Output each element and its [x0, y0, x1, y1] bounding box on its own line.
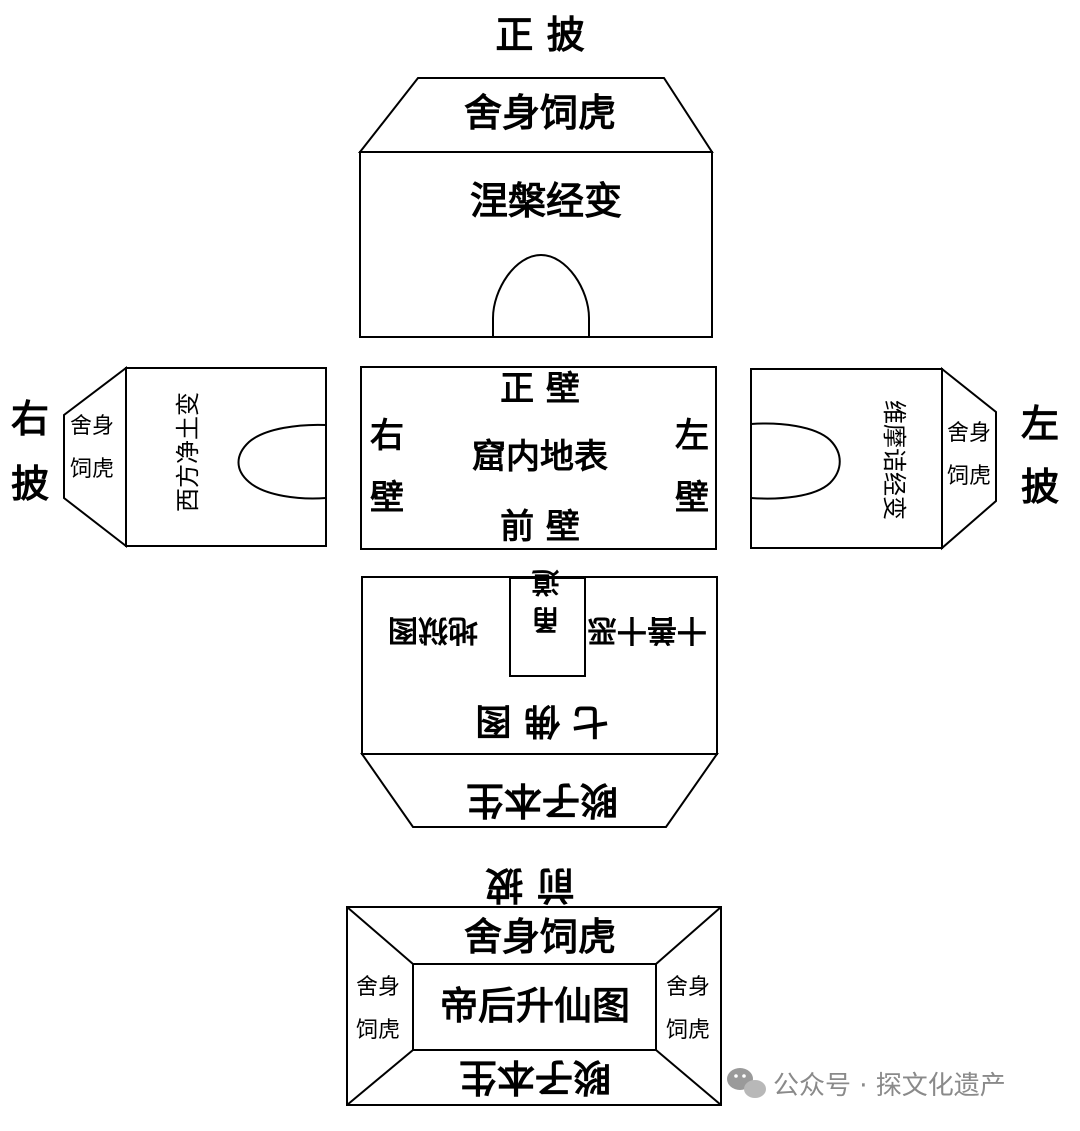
entrance-wall-main-text: 七 佛 图: [475, 700, 608, 741]
floor-shape: [360, 366, 717, 550]
left-slope-small-1: 舍身: [947, 421, 991, 446]
entrance-wall-text-group: 十善十恶 甬 道 地狱图 七 佛 图: [388, 569, 707, 741]
ceiling-bottom-text-group: 睒子本生: [459, 1055, 611, 1099]
entrance-wall-left-text: 十善十恶: [587, 612, 707, 647]
front-slope-title: 正 披: [495, 13, 584, 57]
back-slope-shape: [360, 753, 719, 828]
left-wall-niche: [750, 422, 841, 500]
left-slope-label-2: 披: [1021, 465, 1059, 509]
right-slope-label-1: 右: [11, 397, 49, 441]
front-wall-panel: 涅槃经变: [470, 179, 622, 223]
right-wall-shape: [125, 367, 327, 547]
front-wall-shape: [359, 151, 713, 338]
ceiling-diagonal-tl: [346, 906, 414, 965]
ceiling-diagonal-bl: [346, 1049, 414, 1106]
corridor-door-text: 甬 道: [531, 569, 564, 635]
ceiling-left-text-2: 饲虎: [356, 1018, 400, 1043]
ceiling-right-text-2: 饲虎: [666, 1018, 710, 1043]
floor-main-label: 窟内地表: [472, 437, 608, 477]
right-slope-label-2: 披: [11, 462, 49, 506]
floor-top-label: 正 壁: [500, 369, 580, 409]
floor-bottom-label: 前 壁: [500, 507, 580, 547]
left-wall-panel: 维摩诘经变: [880, 400, 908, 520]
entrance-wall-right-text: 地狱图: [388, 612, 478, 647]
ceiling-outer-shape: [346, 906, 722, 1106]
ceiling-top-text: 舍身饲虎: [464, 915, 616, 959]
wechat-icon: [727, 1068, 766, 1098]
floor-left-wall-1: 左: [675, 416, 709, 456]
back-slope-text-group: 睒子本生 前 披: [466, 778, 618, 907]
back-slope-panel: 睒子本生: [466, 778, 618, 822]
ceiling-inner-shape: [412, 963, 657, 1051]
ceiling-diagonal-tr: [655, 906, 722, 965]
front-wall-niche: [492, 253, 590, 337]
right-wall-niche: [237, 423, 327, 500]
floor-left-wall-2: 壁: [675, 478, 709, 518]
left-slope-label-1: 左: [1021, 402, 1059, 446]
right-slope-small-2: 饲虎: [70, 457, 114, 482]
corridor-door-shape: [509, 577, 586, 677]
left-wall-shape: [750, 368, 943, 549]
right-slope-small-1: 舍身: [70, 414, 114, 439]
ceiling-left-text-1: 舍身: [356, 975, 400, 1000]
right-wall-panel: 西方净土变: [174, 392, 202, 512]
front-slope-panel: 舍身饲虎: [464, 91, 616, 135]
left-slope-small-2: 饲虎: [947, 464, 991, 489]
ceiling-center-text: 帝后升仙图: [440, 984, 630, 1028]
floor-right-wall-1: 右: [370, 416, 404, 456]
left-slope-shape: [941, 366, 997, 551]
back-slope-title: 前 披: [485, 863, 574, 907]
ceiling-diagonal-br: [655, 1049, 722, 1106]
ceiling-right-text-1: 舍身: [666, 975, 710, 1000]
floor-right-wall-2: 壁: [370, 478, 404, 518]
ceiling-bottom-text: 睒子本生: [459, 1055, 611, 1099]
watermark-text: 公众号 · 探文化遗产: [773, 1071, 1006, 1101]
